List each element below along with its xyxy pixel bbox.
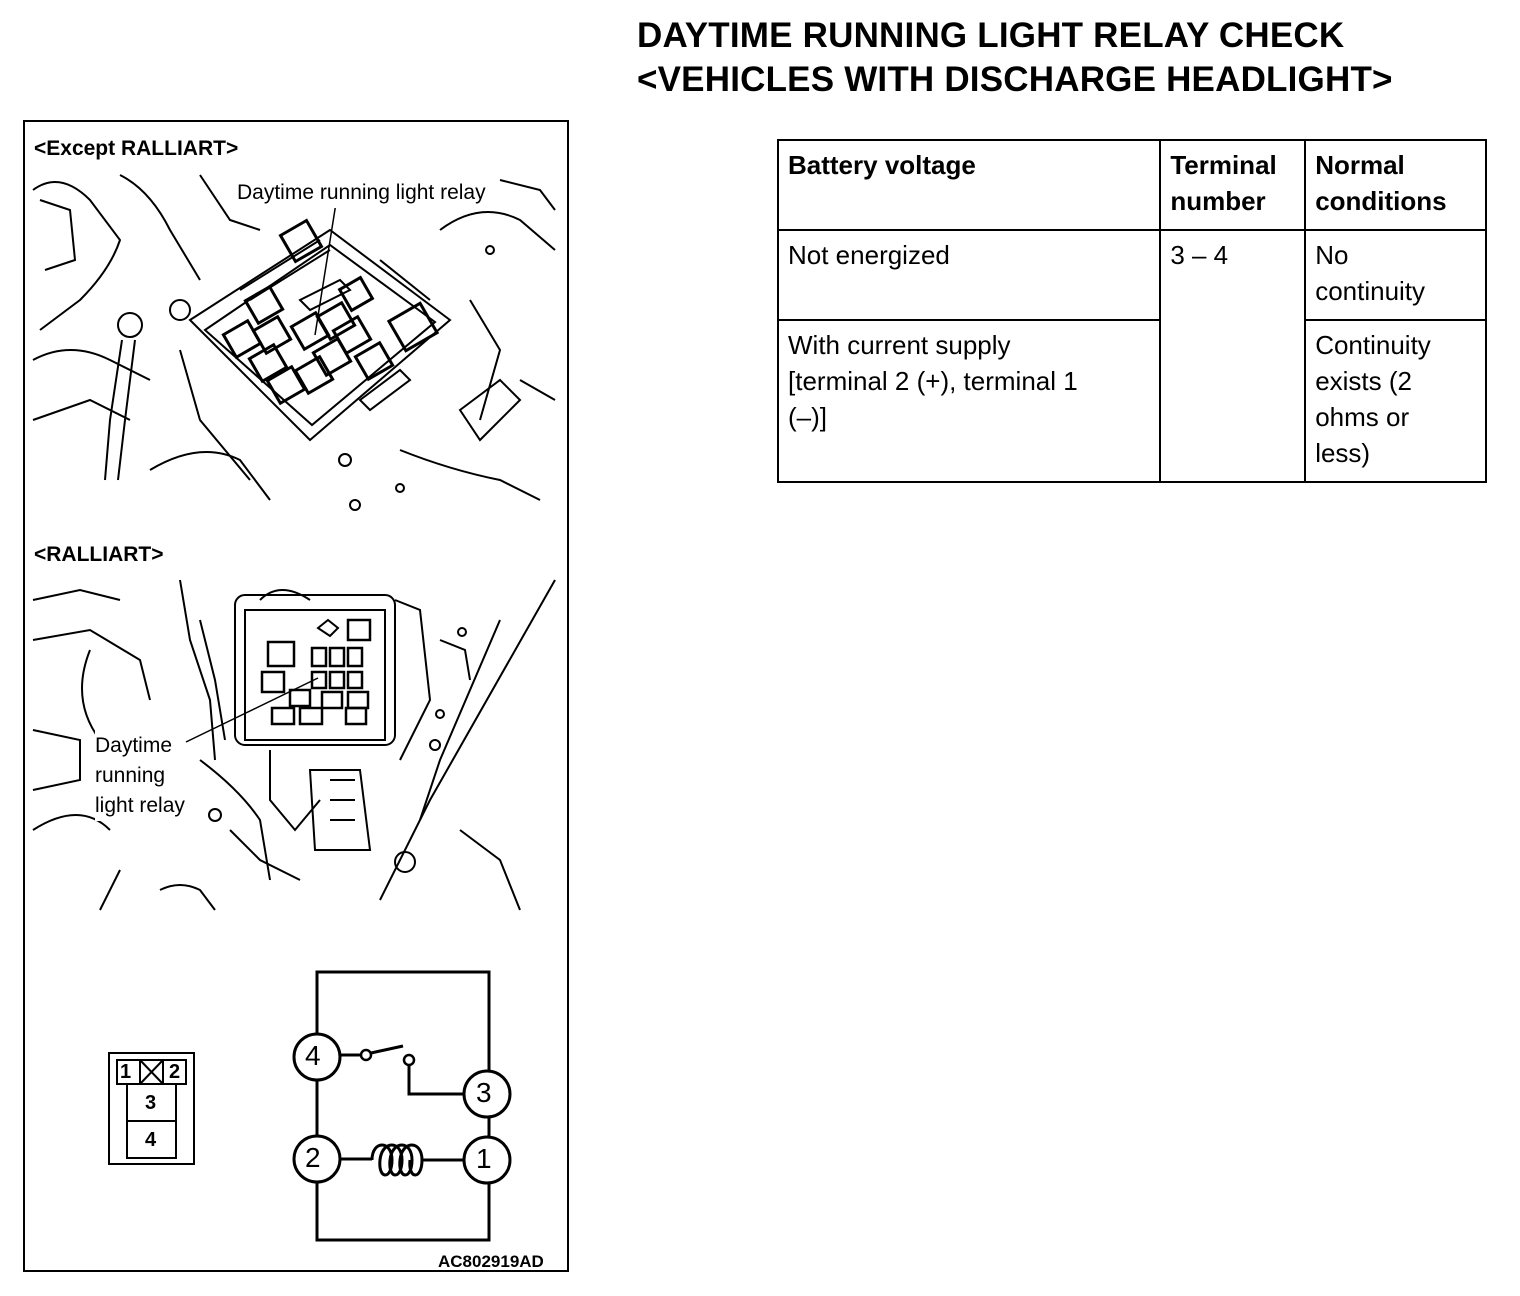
header-terminal-number-line-1: Terminal (1170, 150, 1277, 180)
title-line-1: DAYTIME RUNNING LIGHT RELAY CHECK (637, 16, 1345, 55)
relay-schematic (292, 970, 512, 1242)
cell-text: less) (1315, 438, 1371, 468)
relay-callout-bottom-line-2: running (95, 764, 166, 787)
ralliart-label: <RALLIART> (34, 543, 164, 566)
schematic-terminal-3: 3 (476, 1077, 492, 1108)
table-row: With current supply [terminal 2 (+), ter… (776, 319, 1487, 483)
relay-callout-bottom: Daytime running light relay (95, 731, 185, 821)
cell-terminal-number: 3 – 4 (1159, 229, 1307, 483)
except-ralliart-label: <Except RALLIART> (34, 137, 239, 160)
connector-terminal-1: 1 (120, 1061, 132, 1083)
cell-text: 3 – 4 (1170, 240, 1229, 270)
header-terminal-number-line-2: number (1170, 186, 1266, 216)
header-normal-conditions-line-1: Normal (1315, 150, 1405, 180)
schematic-terminal-2: 2 (305, 1142, 321, 1173)
connector-terminal-2: 2 (169, 1061, 181, 1083)
header-terminal-number: Terminal number (1159, 139, 1307, 231)
relay-callout-top: Daytime running light relay (237, 178, 486, 208)
figure-code: AC802919AD (438, 1252, 544, 1271)
relay-connector-diagram (108, 1052, 195, 1165)
relay-callout-bottom-line-3: light relay (95, 794, 185, 817)
cell-text: exists (2 (1315, 366, 1412, 396)
relay-check-table: Battery voltage Terminal number Normal c… (776, 139, 1487, 483)
figure-frame (23, 120, 569, 1272)
relay-callout-bottom-line-1: Daytime (95, 734, 173, 757)
title-line-2: <VEHICLES WITH DISCHARGE HEADLIGHT> (637, 60, 1393, 99)
table-header-row: Battery voltage Terminal number Normal c… (776, 139, 1487, 231)
cell-text: continuity (1315, 276, 1426, 306)
page-title: DAYTIME RUNNING LIGHT RELAY CHECK <VEHIC… (637, 14, 1393, 102)
cell-text: Continuity (1315, 330, 1431, 360)
cell-text: ohms or (1315, 402, 1410, 432)
schematic-terminal-1: 1 (476, 1143, 492, 1174)
cell-voltage-not-energized: Not energized (776, 229, 1162, 321)
cell-text: [terminal 2 (+), terminal 1 (788, 366, 1078, 396)
cell-text: No (1315, 240, 1349, 270)
cell-condition-no-continuity: No continuity (1304, 229, 1487, 321)
engine-bay-illustration-except-ralliart (32, 174, 556, 511)
table-row: Not energized 3 – 4 No continuity (776, 229, 1487, 483)
cell-condition-continuity: Continuity exists (2 ohms or less) (1304, 319, 1487, 483)
header-normal-conditions: Normal conditions (1304, 139, 1487, 231)
header-battery-voltage: Battery voltage (776, 139, 1162, 231)
cell-text: With current supply (788, 330, 1011, 360)
schematic-terminal-4: 4 (305, 1040, 321, 1071)
cell-voltage-current-supply: With current supply [terminal 2 (+), ter… (776, 319, 1162, 483)
header-normal-conditions-line-2: conditions (1315, 186, 1447, 216)
cell-text: Not energized (788, 240, 950, 270)
cell-text: (–)] (788, 402, 827, 432)
header-battery-voltage-line-1: Battery voltage (788, 150, 976, 180)
engine-bay-illustration-ralliart (32, 579, 556, 911)
connector-terminal-3: 3 (145, 1092, 157, 1114)
connector-terminal-4: 4 (145, 1129, 157, 1151)
